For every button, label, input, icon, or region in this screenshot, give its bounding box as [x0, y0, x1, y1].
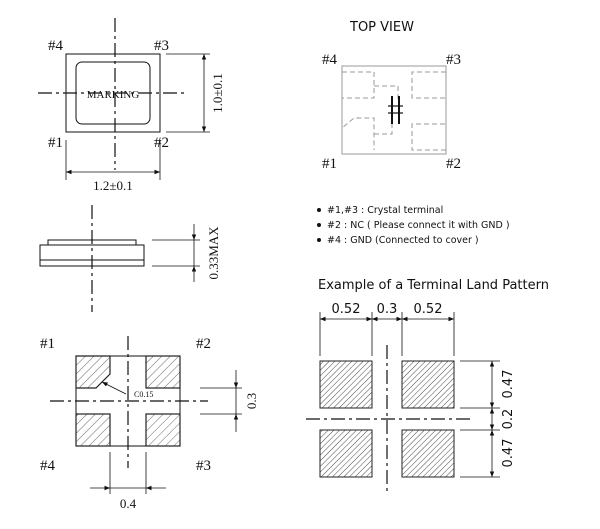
pin-label-3: #3	[446, 52, 461, 68]
pin-label-2: #2	[446, 156, 461, 172]
internal-outline	[341, 65, 447, 155]
pad-4	[75, 413, 111, 447]
land-dim-pad-width-left: 0.52	[332, 302, 361, 317]
pin-label-4: #4	[40, 458, 56, 474]
marking-label: MARKING	[87, 89, 140, 101]
package-bottom-view: C0.15 #1 #2 #4 #3 0.3 0.4	[40, 336, 259, 511]
pin-label-1: #1	[40, 336, 55, 352]
pin-label-3: #3	[196, 458, 211, 474]
land-dim-pad-height-top: 0.47	[501, 370, 516, 399]
top-view-title: TOP VIEW	[349, 20, 414, 35]
land-pad-4	[319, 429, 373, 478]
pin-label-2: #2	[154, 135, 169, 151]
land-pad-1	[319, 360, 373, 409]
land-dim-gap-h: 0.3	[377, 302, 398, 317]
pad-3	[145, 413, 181, 447]
pad-2	[145, 355, 181, 389]
dim-pitch-v: 0.3	[244, 393, 259, 409]
note-2: #2 : NC ( Please connect it with GND )	[327, 220, 510, 231]
dim-height: 1.0±0.1	[210, 73, 225, 113]
pin-label-3: #3	[154, 38, 169, 54]
pad-1	[75, 355, 111, 389]
note-3: #4 : GND (Connected to cover )	[327, 235, 479, 246]
internal-top-view: TOP VIEW #4 #3 #1 #2	[322, 20, 461, 172]
pin-label-4: #4	[322, 52, 338, 68]
pin-label-1: #1	[48, 135, 63, 151]
land-pattern-title: Example of a Terminal Land Pattern	[318, 278, 549, 293]
package-side-view: 0.33MAX	[39, 205, 221, 312]
note-1: #1,#3 : Crystal terminal	[327, 205, 443, 216]
pin-label-4: #4	[48, 38, 64, 54]
dim-width: 1.2±0.1	[93, 178, 133, 193]
land-pad-3	[401, 429, 455, 478]
package-top-view: MARKING #4 #3 #1 #2 1.2±0.1 1.0±0.1	[38, 18, 225, 193]
land-dim-pad-height-bottom: 0.47	[501, 439, 516, 468]
pin-label-1: #1	[322, 156, 337, 172]
dim-thickness: 0.33MAX	[206, 226, 221, 280]
land-dim-pad-width-right: 0.52	[414, 302, 443, 317]
land-pattern: Example of a Terminal Land Pattern 0.52 …	[306, 278, 549, 492]
land-dim-gap-v: 0.2	[501, 409, 516, 430]
chamfer-label: C0.15	[134, 390, 153, 399]
land-pad-2	[401, 360, 455, 409]
dim-pitch-h: 0.4	[120, 496, 137, 511]
pin-notes: #1,#3 : Crystal terminal #2 : NC ( Pleas…	[317, 205, 510, 246]
pin-label-2: #2	[196, 336, 211, 352]
